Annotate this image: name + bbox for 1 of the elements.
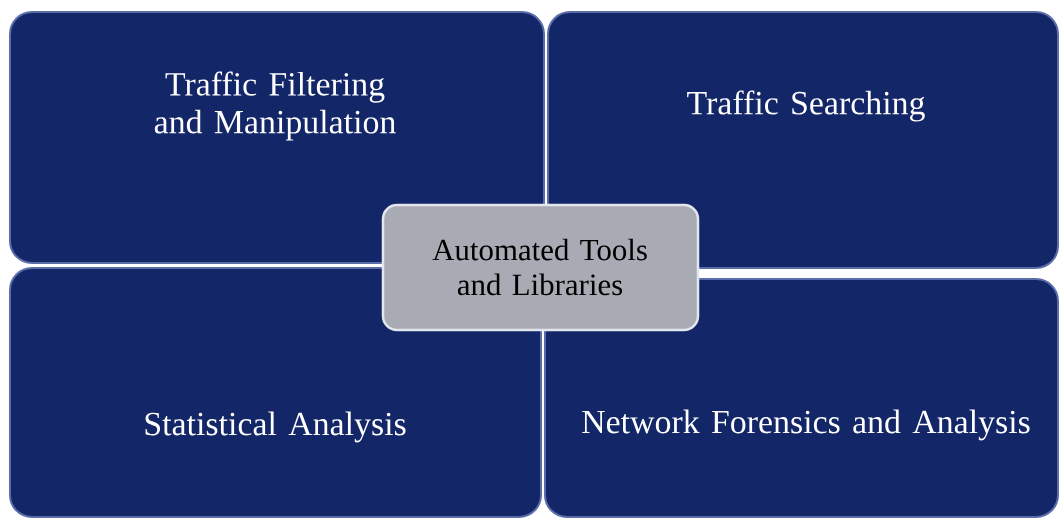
center-box: Automated Tools and Libraries: [381, 203, 700, 332]
